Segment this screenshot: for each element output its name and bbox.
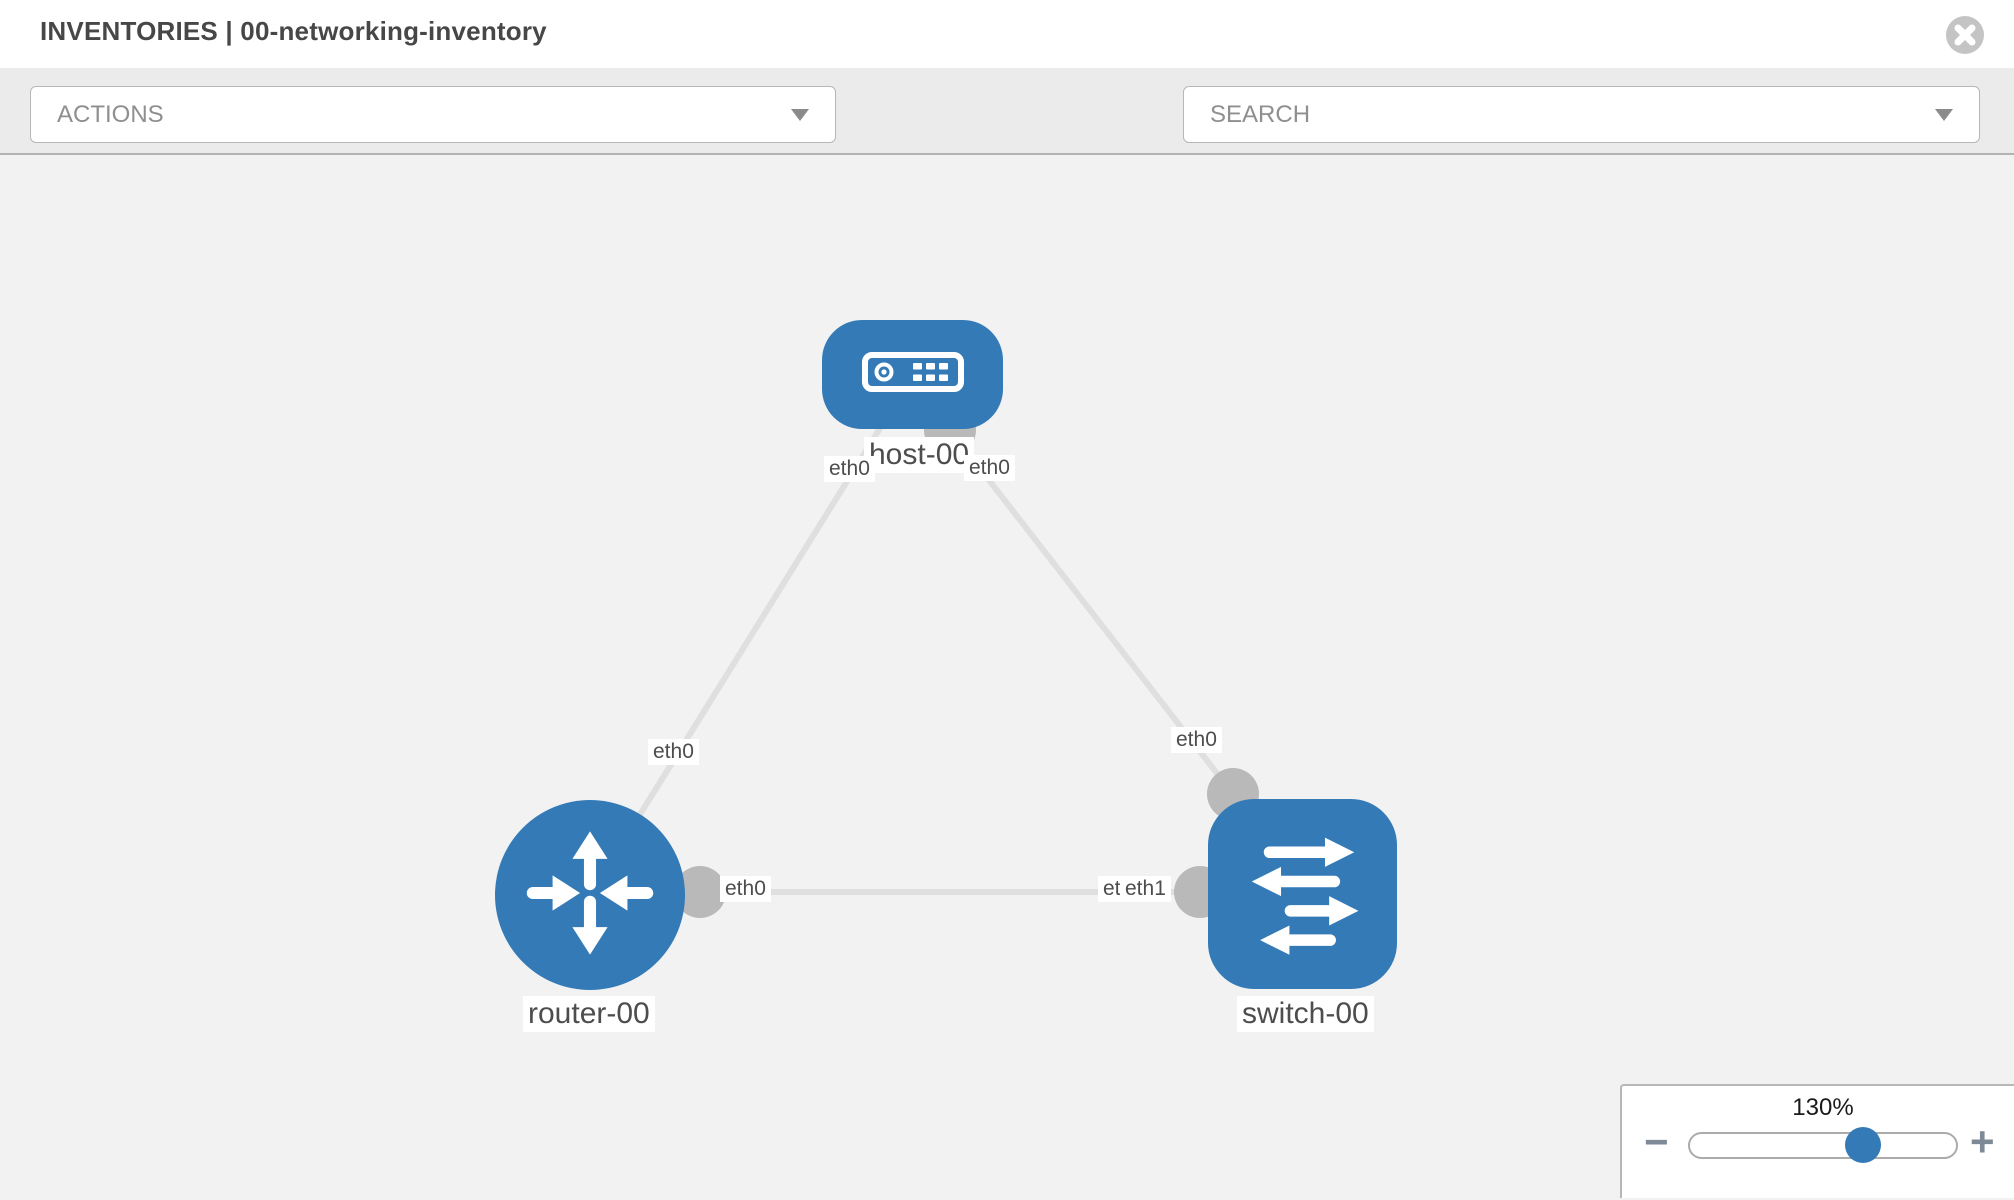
zoom-slider-thumb[interactable] <box>1845 1127 1881 1163</box>
search-dropdown-label: SEARCH <box>1210 100 1311 128</box>
toolbar: ACTIONS SEARCH <box>0 68 2014 203</box>
actions-dropdown-label: ACTIONS <box>57 100 164 128</box>
interface-label-switch-to-router: eth1 <box>1120 876 1171 902</box>
node-label-switch: switch-00 <box>1237 996 1374 1032</box>
actions-dropdown[interactable]: ACTIONS <box>30 86 836 143</box>
node-host-00[interactable] <box>822 320 1003 429</box>
router-device-icon <box>524 827 656 964</box>
topology-canvas[interactable]: host-00 router-00 switch-00 eth0 eth0 et… <box>0 155 2014 1198</box>
interface-label-host-to-switch: eth0 <box>964 455 1015 481</box>
chevron-down-icon <box>1935 108 1953 121</box>
zoom-in-button[interactable]: + <box>1970 1118 1995 1165</box>
close-icon[interactable] <box>1944 14 1986 56</box>
topology-links-layer <box>587 373 1303 918</box>
breadcrumb-header: INVENTORIES | 00-networking-inventory <box>0 0 2014 68</box>
chevron-down-icon <box>791 108 809 121</box>
page-title: INVENTORIES | 00-networking-inventory <box>40 16 547 46</box>
host-device-icon <box>861 351 965 398</box>
zoom-out-button[interactable]: − <box>1644 1118 1669 1165</box>
zoom-control-panel: 130% − + <box>1620 1084 2014 1198</box>
node-router-00[interactable] <box>495 800 685 990</box>
interface-label-router-to-switch: eth0 <box>720 876 771 902</box>
node-label-host: host-00 <box>864 437 975 473</box>
interface-label-host-to-router: eth0 <box>824 456 875 482</box>
zoom-slider-track[interactable] <box>1688 1132 1958 1159</box>
search-dropdown[interactable]: SEARCH <box>1183 86 1980 143</box>
node-label-router: router-00 <box>523 996 655 1032</box>
node-switch-00[interactable] <box>1208 799 1397 989</box>
interface-label-router-to-host: eth0 <box>648 739 699 765</box>
zoom-level-value: 130% <box>1792 1094 1854 1121</box>
interface-label-switch-to-host: eth0 <box>1171 727 1222 753</box>
switch-device-icon <box>1235 824 1371 965</box>
port-router-right[interactable] <box>674 866 726 918</box>
